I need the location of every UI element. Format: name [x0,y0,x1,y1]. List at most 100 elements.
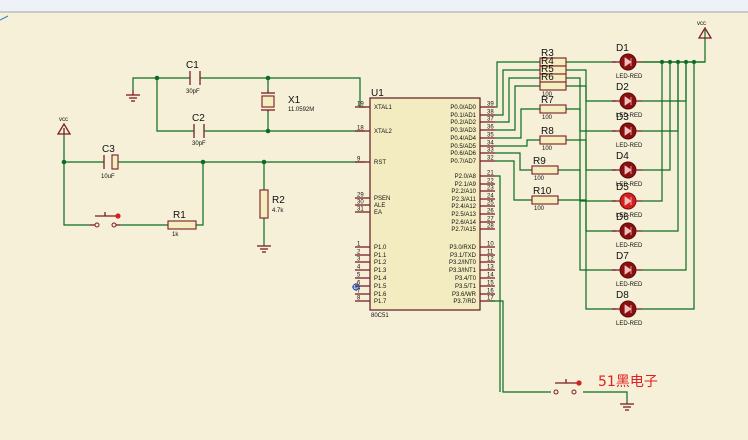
mcu-pin-name: P3.2/INT0 [449,260,477,266]
wire-r-led-4 [566,108,616,202]
led-ref: D8 [616,290,629,301]
led-ref: D2 [616,82,629,93]
mcu-pin-name: P2.4/A12 [451,204,476,210]
mcu-pin-name: RST [374,160,386,166]
wire-p0-2 [495,77,540,123]
mcu-pin-number: 16 [487,289,494,295]
mcu-pin-name: XTAL2 [374,129,393,135]
mcu-pin-number: 5 [357,273,361,279]
led-type: LED-RED [616,182,643,188]
led-type: LED-RED [616,143,643,149]
mcu-pin-name: P0.1/AD1 [450,113,476,119]
c1-ref: C1 [186,60,199,71]
r1-ref: R1 [173,210,186,221]
window-edge-accent [0,15,9,21]
capacitor-c2: C2 30pF [190,113,208,147]
u1-part: 80C51 [371,313,389,319]
mcu-pin-number: 1 [357,242,361,248]
led-ref: D6 [616,212,629,223]
mcu-pin-name: P2.2/A10 [451,189,476,195]
mcu-pin-number: 2 [357,250,361,256]
mcu-pin-number: 13 [487,265,494,271]
wire-led-bus-3 [642,62,671,171]
mcu-left-pins: 19XTAL118XTAL29RST29PSEN30ALE31EA1P1.02P… [355,102,393,305]
mcu-pin-number: 26 [487,209,494,215]
mcu-pin-number: 35 [487,133,494,139]
r2-ref: R2 [272,195,285,206]
mcu-pin-name: P3.0/RXD [449,245,476,251]
mcu-pin-p16: 7P1.6 [355,289,387,298]
mcu-pin-name: P1.4 [374,276,387,282]
mcu-pin-number: 28 [487,224,494,230]
mcu-pin-p14: 5P1.4 [355,273,387,282]
mcu-pin-name: P1.0 [374,245,387,251]
mcu-pin-number: 36 [487,125,494,131]
ground-symbol-p3 [620,403,634,411]
reset-pushbutton[interactable] [90,212,121,228]
junction-dot [683,59,689,65]
mcu-pin-number: 7 [357,289,361,295]
resistor-value: 100 [534,206,545,212]
mcu-pin-name: P0.2/AD2 [450,120,476,126]
mcu-pin-p15: 6P1.5 [355,281,387,290]
wire-p0-6 [495,152,532,171]
mcu-pin-name: P1.7 [374,299,387,305]
mcu-pin-number: 22 [487,179,494,185]
resistor-r8: R8 100 [539,126,567,152]
wire-r-led-3 [566,85,616,171]
mcu-pin-name: P1.5 [374,284,387,290]
x1-ref: X1 [288,95,301,106]
p3-pushbutton[interactable] [490,300,628,404]
mcu-pin-p13: 4P1.3 [355,265,387,274]
ground-symbol-c1 [126,90,140,102]
mcu-pin-name: PSEN [374,196,390,202]
resistor-r1: R1 1k [167,210,197,238]
wire-p0-5 [495,139,540,147]
wire-led-bus-5 [642,62,679,232]
mcu-pin-name: P0.7/AD7 [450,159,476,165]
mcu-pin-number: 14 [487,273,494,279]
mcu-pin-number: 17 [487,296,494,302]
mcu-pin-number: 29 [357,193,364,199]
u1-ref: U1 [371,88,384,99]
wire-r-led-5 [566,139,616,232]
led-type: LED-RED [616,282,643,288]
wire-p0-4 [495,108,540,139]
resistor-r2: R2 4.7k [259,189,285,219]
wire-p0-1 [495,69,540,116]
c3-value: 10uF [101,174,115,180]
led-ref: D5 [616,182,629,193]
mcu-pin-number: 34 [487,141,494,147]
mcu-pin-name: P0.6/AD6 [450,151,476,157]
r2-value: 4.7k [272,208,284,214]
mcu-right-pins: 39P0.0/AD038P0.1/AD137P0.2/AD236P0.3/AD3… [449,102,495,305]
mcu-pin-name: P3.5/T1 [455,284,477,290]
junction-dot [675,59,681,65]
vcc-right-label: vcc [697,21,706,27]
resistor-value: 100 [542,146,553,152]
resistor-ref: R8 [541,126,554,137]
vcc-right-symbol: vcc [694,21,713,63]
mcu-pin-number: 33 [487,148,494,154]
mcu-pin-number: 10 [487,242,494,248]
mcu-pin-name: XTAL1 [374,105,393,111]
